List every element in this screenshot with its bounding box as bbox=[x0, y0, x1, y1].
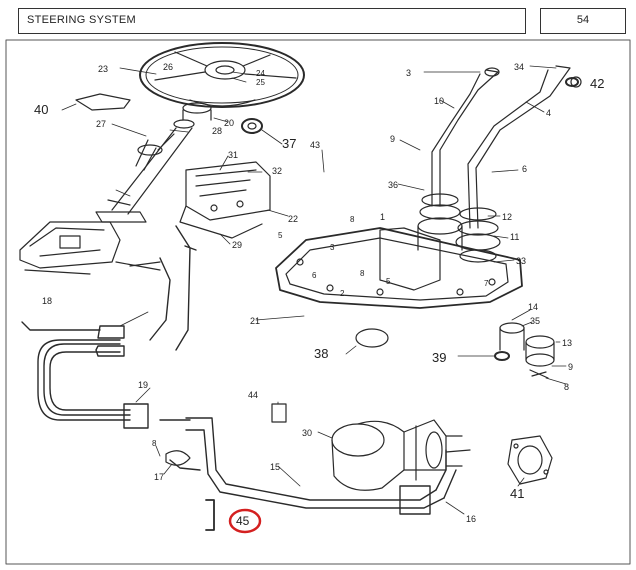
callout-13: 13 bbox=[562, 338, 572, 348]
callout-11: 11 bbox=[510, 232, 519, 242]
callout-5-cover: 5 bbox=[386, 277, 391, 286]
callout-23: 23 bbox=[98, 64, 108, 74]
clip-44 bbox=[271, 403, 287, 423]
callout-9-right: 9 bbox=[568, 362, 573, 372]
callout-8-cover: 8 bbox=[360, 269, 365, 278]
callout-31: 31 bbox=[228, 150, 238, 160]
callout-36: 36 bbox=[388, 180, 398, 190]
callout-40: 40 bbox=[34, 102, 48, 117]
callout-25: 25 bbox=[256, 78, 265, 87]
callout-30: 30 bbox=[302, 428, 312, 438]
callout-16: 16 bbox=[466, 514, 476, 524]
diagram-title: STEERING SYSTEM bbox=[27, 14, 137, 26]
gearbox-cover bbox=[275, 227, 523, 309]
callout-38: 38 bbox=[314, 346, 328, 361]
callout-3: 3 bbox=[406, 68, 411, 78]
drawing-border bbox=[5, 39, 631, 565]
pump-body bbox=[331, 419, 471, 491]
knob-42 bbox=[565, 77, 579, 87]
callout-12: 12 bbox=[502, 212, 512, 222]
steering-wheel bbox=[139, 42, 305, 108]
part-45-bracket bbox=[205, 499, 215, 531]
hydraulic-hoses bbox=[21, 225, 197, 429]
callout-15: 15 bbox=[270, 462, 280, 472]
callout-17: 17 bbox=[154, 472, 164, 482]
callout-29: 29 bbox=[232, 240, 242, 250]
callout-35: 35 bbox=[530, 316, 540, 326]
page-number-box: 54 bbox=[540, 8, 626, 34]
callout-43: 43 bbox=[310, 140, 320, 150]
washer-38 bbox=[355, 328, 389, 348]
steering-column bbox=[95, 102, 212, 223]
callout-41: 41 bbox=[510, 486, 524, 501]
callout-45: 45 bbox=[236, 514, 250, 528]
callout-6: 6 bbox=[522, 164, 527, 174]
callout-2-cover: 2 bbox=[340, 289, 345, 298]
callout-27: 27 bbox=[96, 119, 106, 129]
callout-19: 19 bbox=[138, 380, 148, 390]
callout-8-top: 8 bbox=[350, 215, 355, 224]
lever-boots bbox=[417, 193, 501, 263]
callout-8-right: 8 bbox=[564, 382, 569, 392]
washer-37 bbox=[241, 118, 263, 134]
callout-32: 32 bbox=[272, 166, 282, 176]
callout-10: 10 bbox=[434, 96, 444, 106]
callout-44: 44 bbox=[248, 390, 258, 400]
callout-7: 7 bbox=[484, 279, 489, 288]
leader-lines bbox=[61, 65, 567, 515]
callout-18: 18 bbox=[42, 296, 52, 306]
callout-14: 14 bbox=[528, 302, 538, 312]
callout-37: 37 bbox=[282, 136, 296, 151]
callout-4: 4 bbox=[546, 108, 551, 118]
callout-3-cover: 3 bbox=[330, 243, 335, 252]
callout-24: 24 bbox=[256, 69, 265, 78]
range-lever bbox=[431, 67, 500, 207]
callout-20: 20 bbox=[224, 118, 234, 128]
callout-26: 26 bbox=[163, 62, 173, 72]
callout-21: 21 bbox=[250, 316, 260, 326]
center-bracket bbox=[179, 161, 271, 239]
callout-9: 9 bbox=[390, 134, 395, 144]
callout-28: 28 bbox=[212, 126, 222, 136]
callout-42: 42 bbox=[590, 76, 604, 91]
callout-8-left: 8 bbox=[152, 439, 157, 448]
plate-40 bbox=[75, 93, 131, 111]
callout-34: 34 bbox=[514, 62, 524, 72]
highlight-circle bbox=[228, 508, 262, 534]
washer-37-hole bbox=[247, 122, 257, 130]
gasket bbox=[507, 435, 553, 485]
callout-22: 22 bbox=[288, 214, 298, 224]
callout-6-cover: 6 bbox=[312, 271, 317, 280]
callout-5-left: 5 bbox=[278, 231, 283, 240]
callout-39: 39 bbox=[432, 350, 446, 365]
title-box: STEERING SYSTEM bbox=[18, 8, 526, 34]
callout-1: 1 bbox=[380, 212, 385, 222]
spring-assembly bbox=[494, 322, 555, 379]
column-base-bracket bbox=[19, 221, 161, 275]
page-number: 54 bbox=[576, 14, 590, 26]
callout-33: 33 bbox=[516, 256, 526, 266]
gear-lever bbox=[467, 65, 582, 229]
clamp-17 bbox=[165, 450, 191, 466]
